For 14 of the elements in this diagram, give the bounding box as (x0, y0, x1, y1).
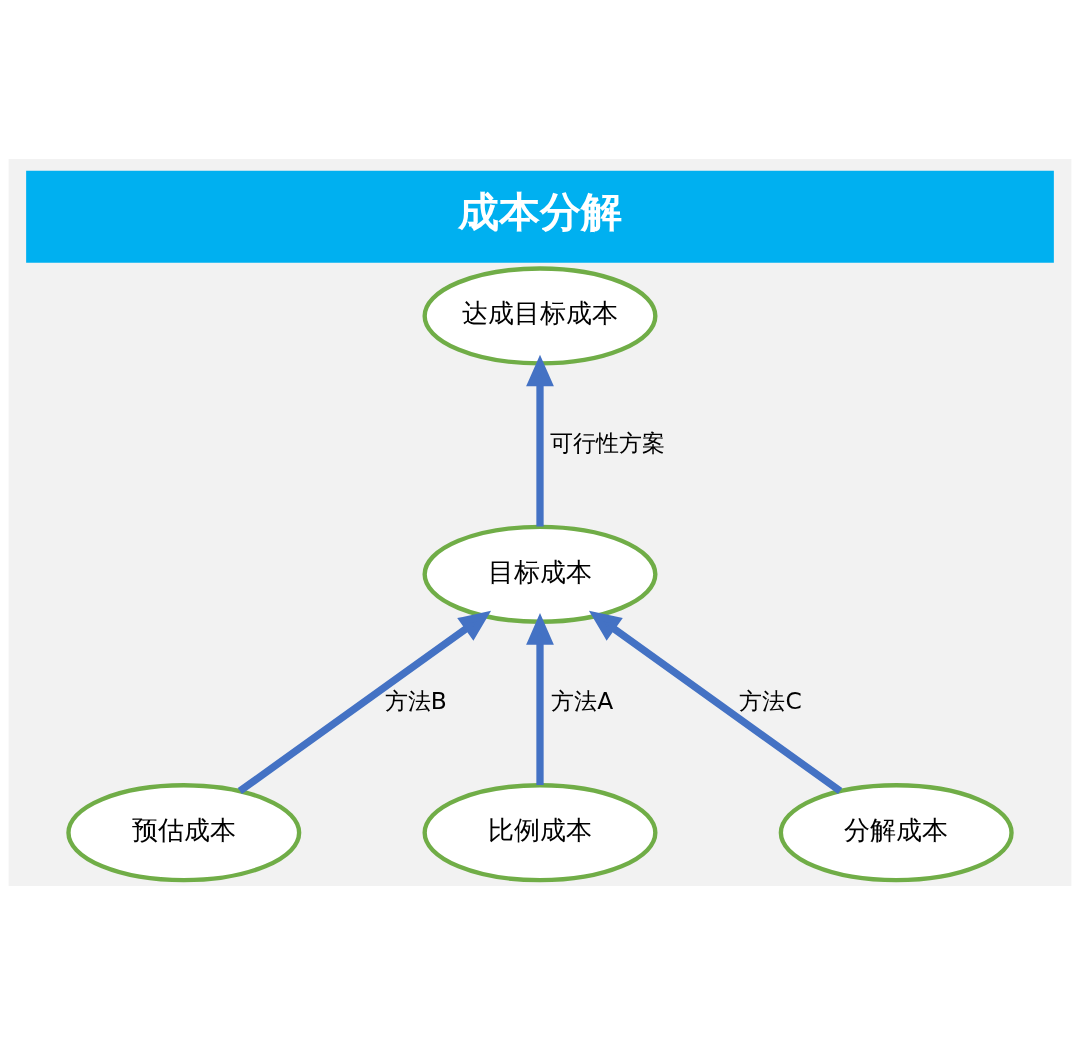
edge-label: 方法C (739, 686, 802, 715)
node-ellipse: 达成目标成本 (422, 265, 658, 366)
node-ellipse: 比例成本 (422, 782, 658, 882)
edge-label: 方法A (551, 686, 614, 715)
arrow (526, 612, 554, 785)
arrow (588, 610, 843, 794)
node-ellipse: 目标成本 (422, 524, 658, 624)
node-ellipse: 预估成本 (66, 782, 302, 882)
arrow (526, 354, 554, 527)
edge-label: 可行性方案 (549, 428, 665, 457)
diagram-title: 成本分解 (458, 187, 623, 236)
edge-label: 方法B (384, 686, 447, 715)
node-ellipse: 分解成本 (778, 782, 1014, 882)
arrow (237, 610, 492, 794)
